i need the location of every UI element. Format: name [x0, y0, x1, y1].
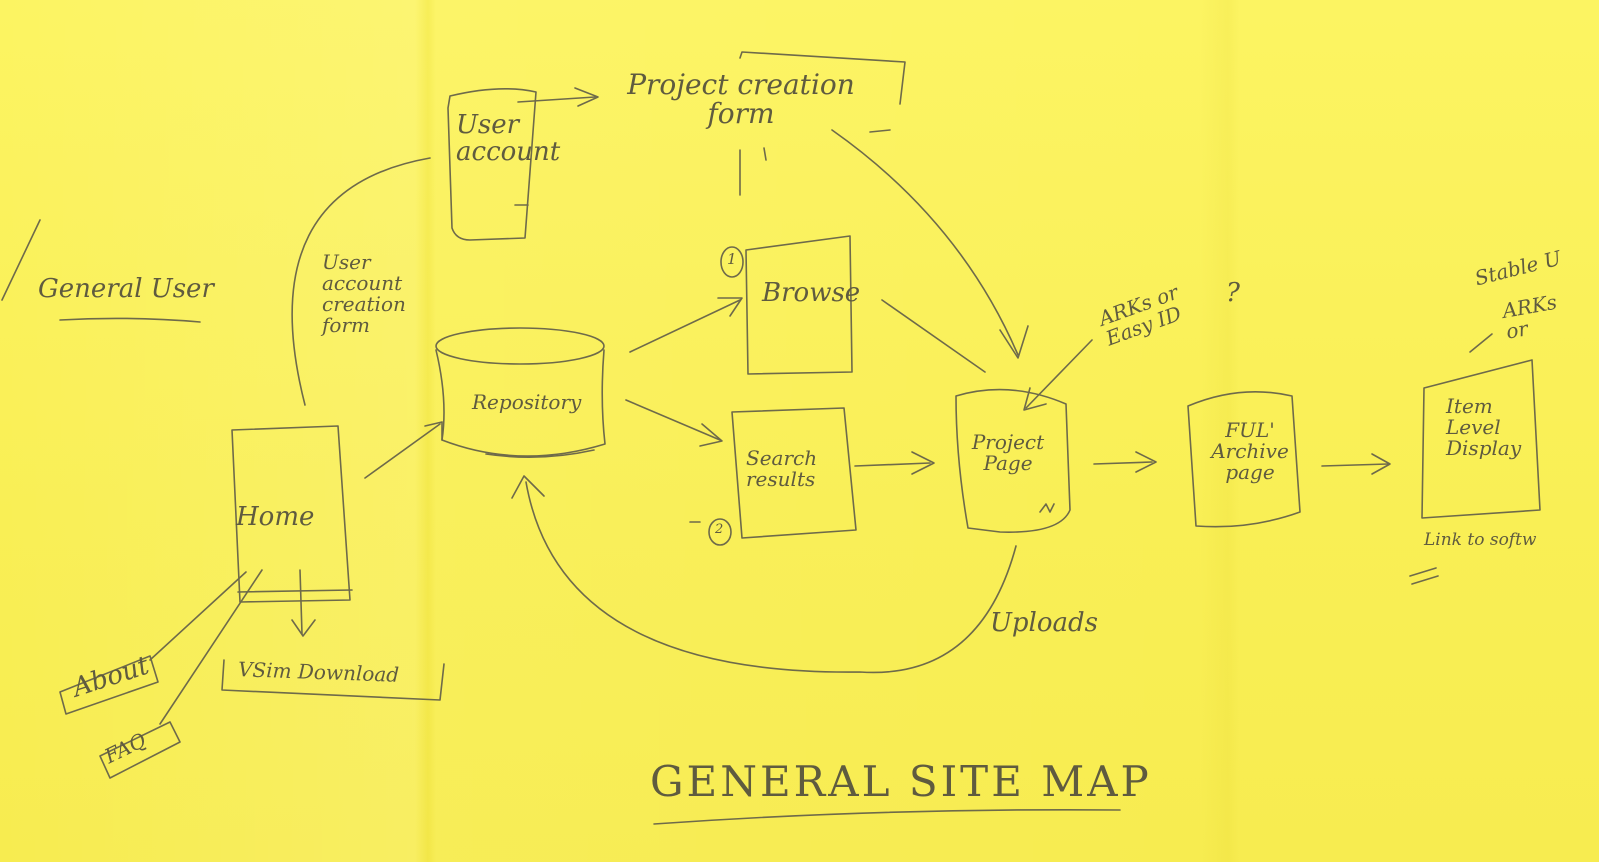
arrow-head-search-to-project — [911, 451, 935, 475]
arrow-search-to-project — [854, 462, 931, 467]
curve-project-form-to-project-page — [831, 129, 1019, 356]
search-results-label: Search results — [746, 446, 818, 491]
user-account-creation-form-label: User account creation form — [322, 250, 406, 337]
arrow-head-project-form-to-project-page — [999, 325, 1029, 359]
arrow-home-to-download — [299, 569, 303, 635]
repository-label: Repository — [472, 390, 582, 414]
browse-label: Browse — [762, 278, 861, 308]
arrow-archive-to-item — [1321, 463, 1389, 467]
arrow-repo-to-browse — [629, 299, 741, 353]
arrow-head-home-to-download — [291, 619, 316, 637]
browse-box — [745, 235, 853, 375]
arrow-home-to-repository — [364, 423, 441, 479]
user-account-label: User account — [456, 110, 561, 168]
user-account-box — [447, 88, 537, 241]
home-label: Home — [236, 502, 315, 532]
stable-url-pointer — [1469, 333, 1493, 353]
project-page-label: Project Page — [971, 430, 1045, 475]
line-home-to-about — [149, 571, 247, 661]
general-user-label: General User — [38, 274, 214, 304]
arrow-project-to-archive — [1093, 461, 1153, 465]
about-tag — [59, 655, 159, 715]
item-level-box — [1421, 359, 1541, 519]
arrow-head-uploads-to-repository — [511, 475, 545, 499]
arrow-browse-to-project — [881, 299, 986, 373]
arrow-head-arks-to-project — [1023, 387, 1047, 411]
general-user-underline — [59, 317, 201, 323]
link-to-software-label: Link to softw — [1424, 530, 1537, 550]
repository-bottom — [485, 449, 595, 458]
number-one-mark: 1 — [727, 250, 737, 268]
home-box — [231, 425, 351, 603]
faq-tag — [99, 721, 181, 779]
search-results-box — [731, 407, 857, 539]
title-underline — [653, 808, 1121, 825]
line-home-to-faq — [159, 569, 263, 725]
arrow-arks-to-project — [1025, 339, 1093, 409]
repository-body — [435, 349, 606, 457]
circled-two-mark — [708, 518, 732, 546]
vsim-download-bracket — [221, 659, 445, 701]
project-form-box — [739, 51, 906, 196]
number-two-mark: 2 — [715, 522, 724, 537]
arrow-head-repo-to-search — [699, 423, 723, 447]
arrow-head-repo-to-browse — [717, 297, 743, 317]
vsim-download-label: VSim Download — [237, 657, 400, 687]
diagram-title: GENERAL SITE MAP — [650, 757, 1152, 806]
uploads-label: Uploads — [990, 608, 1099, 638]
project-creation-form-label: Project creation form — [627, 68, 855, 131]
curve-uploads-to-repository — [525, 481, 1017, 674]
repository-top — [435, 327, 605, 365]
arrow-repo-to-search — [625, 399, 721, 441]
question-mark-label: ? — [1226, 278, 1240, 308]
arrow-user-to-project-form — [517, 96, 596, 103]
scribble-marks — [1039, 503, 1439, 585]
arrow-head-project-to-archive — [1135, 451, 1157, 473]
archive-page-label: FUL' Archive page — [1211, 418, 1289, 484]
archive-page-box — [1187, 390, 1301, 528]
item-level-display-label: Item Level Display — [1446, 394, 1522, 460]
project-page-box — [955, 388, 1071, 533]
curve-home-to-user-account — [291, 157, 431, 406]
circled-one-mark — [720, 246, 744, 278]
arrow-head-user-to-project-form — [574, 87, 599, 107]
arrow-head-archive-to-item — [1371, 453, 1391, 475]
left-edge-stroke — [1, 219, 41, 301]
home-bottom-line — [237, 589, 353, 593]
